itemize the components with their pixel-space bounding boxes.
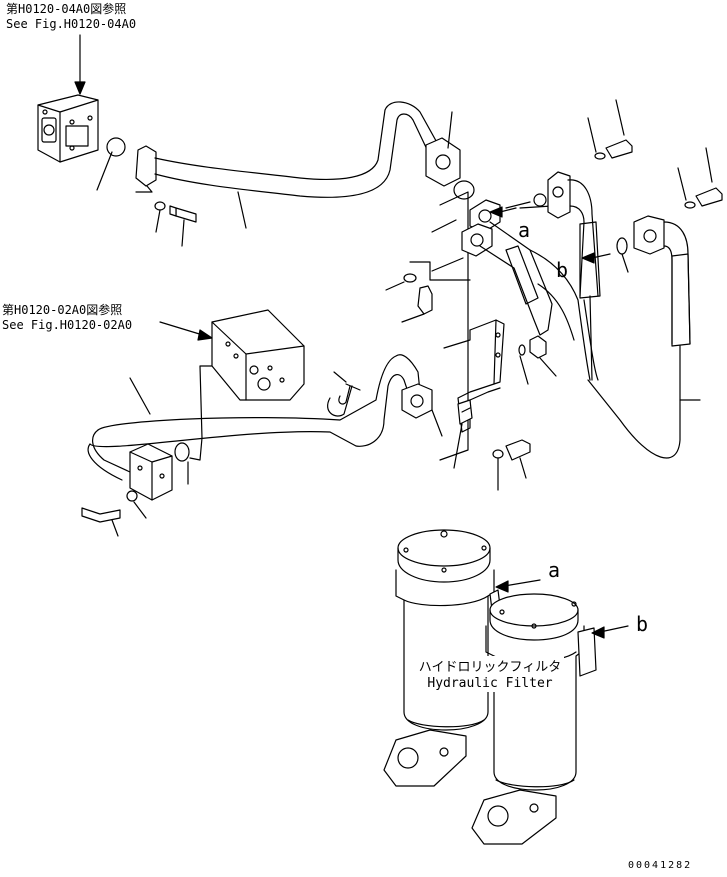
hose-a bbox=[480, 222, 590, 380]
hose-far-right bbox=[588, 216, 690, 458]
ref-arrowhead-top bbox=[75, 82, 85, 94]
flange-center-lower bbox=[462, 224, 492, 256]
u-bolt bbox=[328, 384, 360, 416]
hose-b-first bbox=[548, 172, 600, 380]
support-bracket bbox=[444, 320, 504, 432]
washer-top-right-1 bbox=[595, 153, 605, 159]
o-ring-top-left bbox=[107, 138, 125, 156]
washer-bracket-low bbox=[493, 450, 503, 458]
ref-top-en: See Fig.H0120-04A0 bbox=[6, 17, 137, 31]
bolt-upper-left bbox=[170, 206, 196, 222]
hydraulic-filter-left bbox=[384, 530, 494, 786]
callout-a-lower: a bbox=[548, 558, 561, 582]
pipe-clamp bbox=[454, 400, 472, 468]
filter-label-en: Hydraulic Filter bbox=[427, 676, 553, 691]
arrow-a-lower bbox=[504, 580, 540, 586]
bolt-lower-left bbox=[82, 508, 120, 522]
callout-b-upper: b bbox=[556, 258, 569, 282]
upper-pipe bbox=[136, 102, 460, 197]
leader-pipe-upper bbox=[238, 192, 246, 228]
filter-caption-box bbox=[416, 656, 564, 692]
o-ring-lower-left bbox=[175, 443, 189, 461]
lower-pipe bbox=[88, 355, 432, 480]
bolt-top-right-2 bbox=[696, 188, 722, 206]
washer-middle-center bbox=[404, 274, 416, 282]
washer-top-right-2 bbox=[685, 202, 695, 208]
ref-top-jp: 第H0120-04A0図参照 bbox=[6, 2, 127, 16]
washer-upper-left bbox=[155, 202, 165, 210]
arrow-a-upper bbox=[500, 208, 516, 212]
callout-b-lower: b bbox=[636, 612, 649, 636]
leader-lower-pipe bbox=[130, 378, 150, 414]
middle-manifold-block bbox=[212, 310, 304, 400]
nut-bracket bbox=[530, 336, 546, 358]
washer-bracket bbox=[519, 345, 525, 355]
o-ring-center bbox=[454, 181, 474, 199]
ref-middle-jp: 第H0120-02A0図参照 bbox=[2, 303, 123, 317]
mounting-plate-center bbox=[440, 192, 468, 460]
top-manifold-block bbox=[38, 95, 98, 162]
callout-a-upper: a bbox=[518, 218, 531, 242]
washer-lower-left bbox=[127, 491, 137, 501]
ref-middle-en: See Fig.H0120-02A0 bbox=[2, 318, 133, 332]
leader-bracket-upper bbox=[136, 186, 152, 192]
arrow-b-lower bbox=[600, 626, 628, 632]
bolt-middle-center bbox=[418, 286, 432, 314]
hydraulic-filter-right bbox=[472, 590, 596, 844]
leader-middle-bracket bbox=[410, 262, 470, 280]
lower-left-block bbox=[130, 444, 172, 500]
ref-arrow-middle bbox=[160, 322, 206, 336]
bolt-bracket-low bbox=[506, 440, 530, 460]
bolt-top-right-1 bbox=[606, 140, 632, 158]
arrow-b-upper bbox=[592, 254, 610, 258]
filter-label-jp: ハイドロリックフィルタ bbox=[418, 660, 562, 675]
drawing-code: 00041282 bbox=[628, 860, 693, 871]
